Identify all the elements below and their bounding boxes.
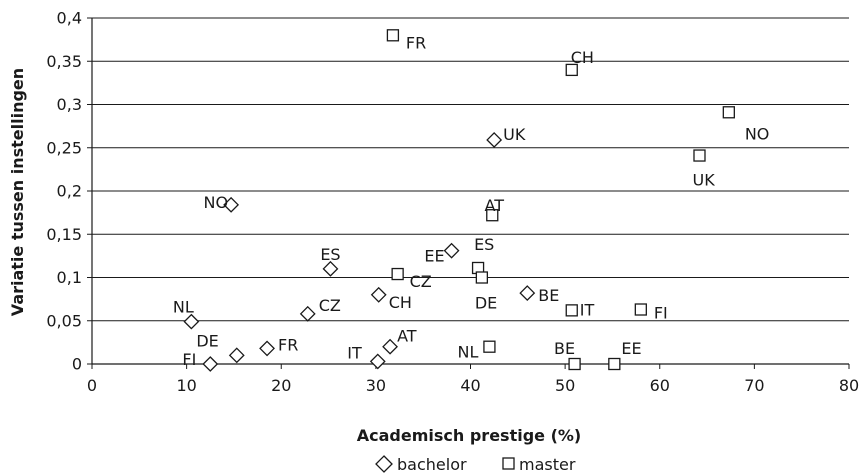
y-tick-label: 0,4 (57, 9, 82, 28)
legend-master-marker (502, 457, 515, 470)
x-tick-label: 40 (460, 376, 480, 395)
bachelor-point-uk-label: UK (503, 125, 526, 144)
master-point-no (722, 106, 735, 119)
master-point-at-label: AT (485, 196, 505, 215)
bachelor-point-fr (259, 340, 275, 357)
y-tick-label: 0,25 (46, 138, 82, 157)
x-tick-labels: 0 10 20 30 40 50 60 70 80 (87, 376, 859, 395)
y-tick-label: 0,2 (57, 182, 82, 201)
master-point-it (565, 304, 578, 317)
master-point-be-label: BE (554, 339, 575, 358)
y-tick-label: 0,35 (46, 52, 82, 71)
master-point-uk (693, 149, 706, 162)
bachelor-point-cz-label: CZ (319, 296, 341, 315)
master-point-be (568, 357, 581, 371)
y-tick-label: 0,15 (46, 225, 82, 244)
bachelor-point-it (369, 353, 386, 370)
bachelor-point-uk (486, 132, 503, 148)
master-point-it-label: IT (580, 300, 595, 319)
gridlines (92, 17, 849, 322)
x-tick-label: 50 (555, 376, 575, 395)
bachelor-point-es-label: ES (320, 245, 340, 264)
bachelor-point-at-label: AT (397, 327, 417, 346)
bachelor-point-ee (443, 242, 460, 259)
master-point-uk-label: UK (692, 171, 715, 190)
bachelor-point-cz (299, 305, 316, 322)
x-tick-label: 0 (87, 376, 97, 395)
bachelor-point-de (228, 347, 245, 364)
master-point-cz-label: CZ (410, 272, 432, 291)
master-point-fr (386, 29, 400, 42)
master-point-fi (634, 303, 647, 316)
x-tick-label: 80 (839, 376, 859, 395)
legend-master-label: master (519, 455, 576, 473)
bachelor-point-fi (202, 356, 219, 372)
bachelor-point-ch (370, 286, 387, 303)
x-tick-label: 10 (176, 376, 196, 395)
master-point-fi-label: FI (654, 304, 668, 323)
bachelor-point-be (519, 285, 536, 301)
master-point-de (475, 271, 489, 284)
master-point-at (486, 209, 499, 222)
bachelor-point-fr-label: FR (278, 335, 298, 354)
bachelor-point-de-label: DE (196, 331, 218, 350)
bachelor-point-ee-label: EE (424, 247, 444, 266)
x-tick-label: 30 (366, 376, 386, 395)
legend: bachelor master (375, 455, 576, 473)
x-tick-label: 70 (744, 376, 764, 395)
master-point-ch (565, 63, 578, 77)
master-point-ch-label: CH (571, 48, 594, 67)
y-axis-title: Variatie tussen instellingen (8, 68, 27, 316)
x-tick-label: 20 (271, 376, 291, 395)
bachelor-point-no (223, 196, 240, 213)
bachelor-point-ch-label: CH (389, 293, 412, 312)
y-tick-label: 0 (72, 355, 82, 374)
bachelor-point-es (322, 260, 339, 277)
axes (87, 17, 850, 369)
master-point-es-label: ES (474, 235, 494, 254)
x-axis-title: Academisch prestige (%) (357, 426, 581, 445)
master-point-ee-label: EE (621, 339, 641, 358)
bachelor-point-nl (183, 313, 200, 330)
x-tick-label: 60 (650, 376, 670, 395)
legend-bachelor-marker (375, 455, 393, 473)
master-point-de-label: DE (475, 294, 497, 313)
master-point-nl (483, 340, 496, 353)
bachelor-point-nl-label: NL (173, 298, 194, 317)
y-tick-label: 0,05 (46, 311, 82, 330)
master-point-ee (608, 357, 621, 371)
bachelor-point-fi-label: FI (182, 350, 196, 369)
bachelor-point-be-label: BE (538, 286, 559, 305)
master-point-no-label: NO (745, 124, 770, 143)
y-tick-labels: 0 0,05 0,1 0,15 0,2 0,25 0,3 0,35 0,4 (46, 9, 82, 374)
bachelor-point-it-label: IT (347, 343, 362, 362)
master-point-fr-label: FR (406, 33, 426, 52)
bachelor-point-at (382, 338, 398, 355)
y-tick-label: 0,3 (57, 95, 82, 114)
master-point-nl-label: NL (458, 343, 479, 362)
master-point-cz (391, 267, 404, 281)
y-tick-label: 0,1 (57, 268, 82, 287)
bachelor-point-no-label: NO (204, 193, 229, 212)
legend-bachelor-label: bachelor (397, 455, 467, 473)
